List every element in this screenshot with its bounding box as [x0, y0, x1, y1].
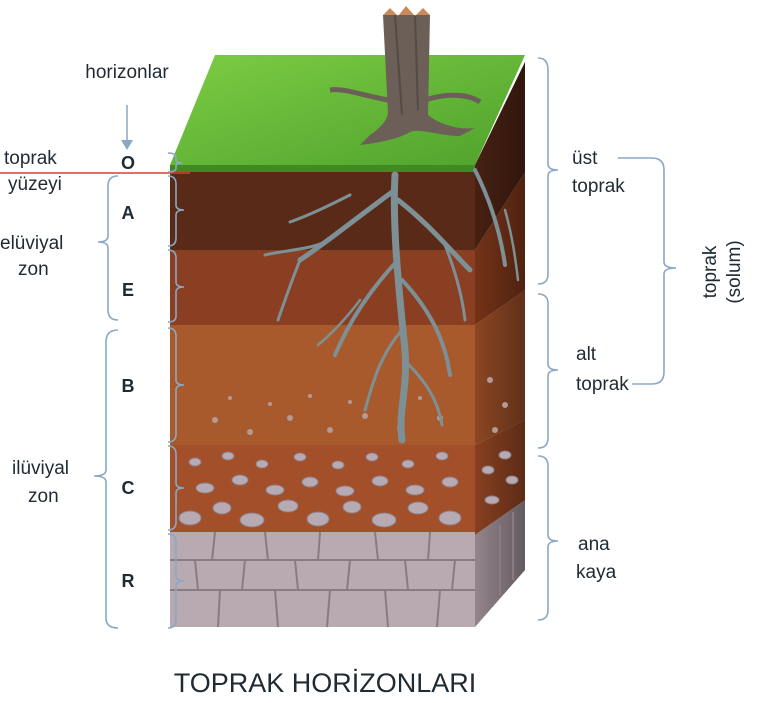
horizon-c-label: C: [122, 478, 135, 498]
horizon-o-label: O: [121, 153, 135, 173]
subsoil-label-line1: alt: [576, 344, 597, 365]
pointer-arrow: [121, 105, 133, 150]
solum-label-line1: toprak: [700, 245, 721, 298]
surface-label-line1: toprak: [4, 148, 57, 169]
grass-surface: [170, 55, 525, 165]
layer-r-front: [170, 532, 475, 627]
eluvial-label-line2: zon: [18, 259, 49, 280]
subsoil-label-line2: toprak: [576, 374, 629, 395]
eluvial-label-line1: elüviyal: [0, 233, 63, 254]
illuvial-label-line2: zon: [28, 486, 59, 507]
horizon-r-label: R: [122, 571, 135, 591]
topsoil-label-line2: toprak: [572, 176, 625, 197]
solum-label-line2: (solum): [724, 240, 745, 303]
zone-braces-right: [537, 57, 677, 621]
layer-b-front: [170, 325, 475, 445]
illuvial-label-line1: ilüviyal: [12, 458, 69, 479]
horizons-label: horizonlar: [85, 62, 169, 83]
tree-roots: [263, 168, 520, 444]
bedrock-label-line1: ana: [578, 534, 610, 555]
figure-title: TOPRAK HORİZONLARI: [173, 668, 477, 698]
horizon-a-label: A: [122, 203, 135, 223]
horizon-braces: [167, 152, 185, 629]
horizon-b-label: B: [122, 376, 135, 396]
gravel: [178, 450, 519, 528]
front-face: [170, 165, 475, 627]
surface-label-line2: yüzeyi: [8, 174, 62, 195]
bedrock-label-line2: kaya: [576, 562, 617, 583]
tree-stump: [329, 6, 482, 145]
pebbles: [212, 377, 508, 435]
horizon-e-label: E: [122, 280, 134, 300]
zone-braces-left: [93, 175, 119, 629]
bedrock-stones: [170, 512, 514, 628]
topsoil-label-line1: üst: [572, 148, 598, 169]
layer-e-front: [170, 250, 475, 325]
solum-label: toprak (solum): [700, 240, 745, 303]
grass-edge: [170, 165, 475, 172]
